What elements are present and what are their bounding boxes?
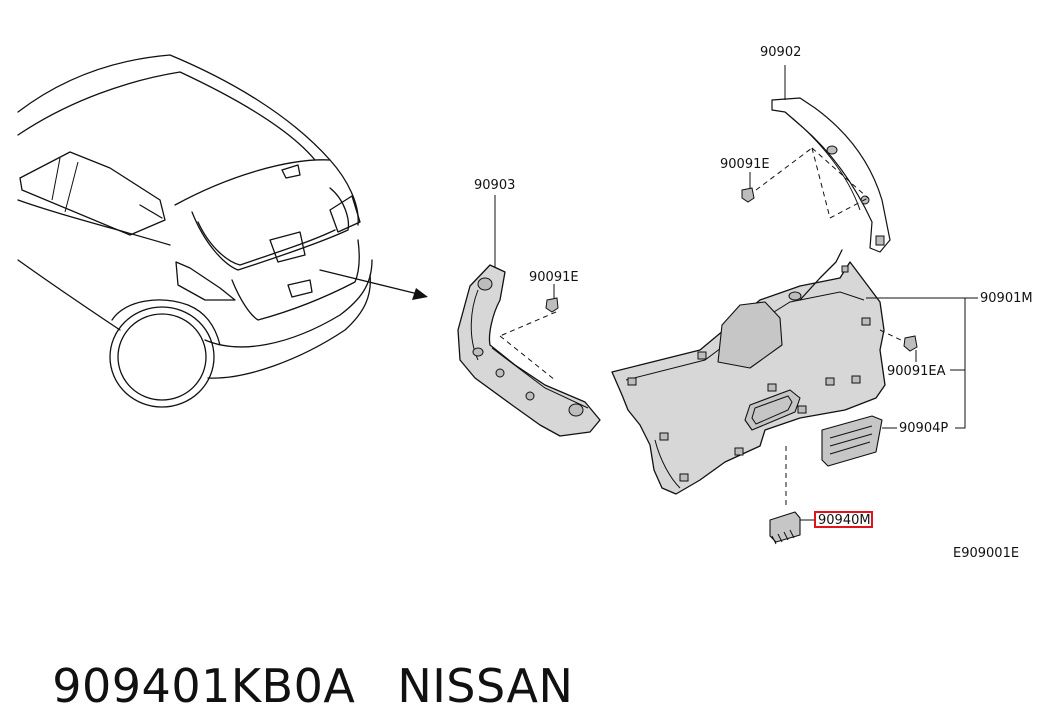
callout-90904p: 90904P <box>899 421 948 436</box>
callout-90940m: 90940M <box>818 513 871 528</box>
part-90904p-cover <box>821 415 883 467</box>
callout-labels: 90902 90091E 90903 90091E 90901M 90091EA… <box>474 45 1033 561</box>
highlight-box-90940m <box>814 511 873 528</box>
part-90940m-clip <box>769 446 801 545</box>
part-number: 909401KB0A <box>52 659 356 713</box>
brand-name: NISSAN <box>397 659 574 713</box>
figure-code: E909001E <box>953 546 1019 561</box>
parts-diagram: 90902 90091E 90903 90091E 90901M 90091EA… <box>17 45 1033 561</box>
vehicle-rear-outline <box>17 54 428 408</box>
part-90903-side-trim <box>457 195 601 437</box>
callout-90091e-top: 90091E <box>720 157 770 172</box>
callout-90902: 90902 <box>760 45 801 60</box>
callout-90901m: 90901M <box>980 291 1033 306</box>
part-number-footer: 909401KB0A NISSAN <box>22 596 573 716</box>
fastener-clips <box>545 187 918 352</box>
callout-90903: 90903 <box>474 178 515 193</box>
callout-90091e-left: 90091E <box>529 270 579 285</box>
part-90902-upper-trim <box>771 65 891 253</box>
install-lines <box>499 147 906 381</box>
leader-lines <box>553 172 978 521</box>
part-90901m-main-trim <box>611 249 886 495</box>
callout-90091ea: 90091EA <box>887 364 946 379</box>
